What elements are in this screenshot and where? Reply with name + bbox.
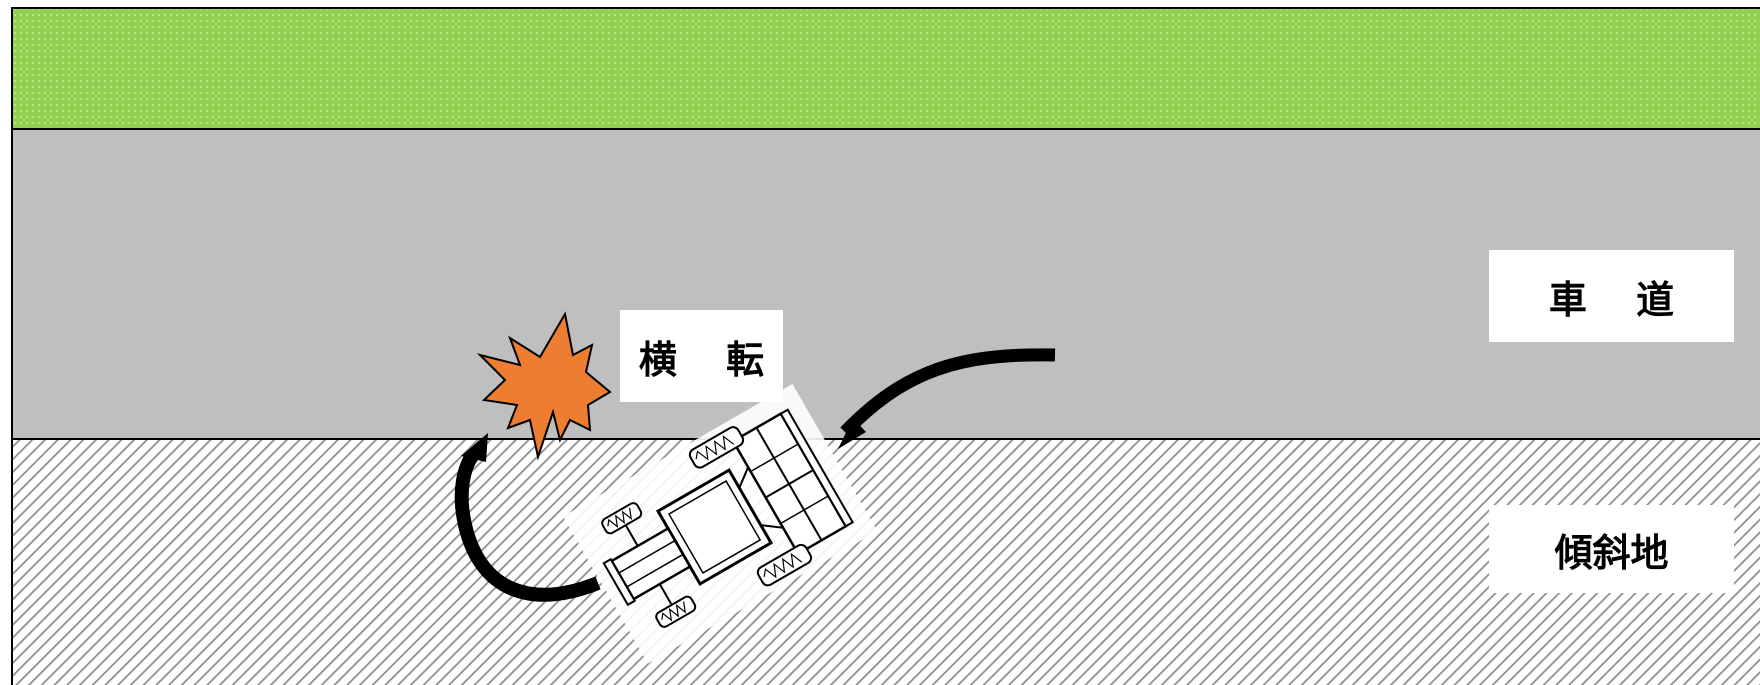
rollover-label: 横 転 [620, 310, 783, 402]
curved-arrow-icon [461, 433, 488, 462]
road-area [12, 129, 1760, 439]
slope-area [12, 439, 1760, 685]
road-label: 車 道 [1489, 250, 1734, 342]
slope-label: 傾斜地 [1489, 505, 1734, 593]
explosion-icon [476, 311, 612, 461]
curved-arrow-icon [838, 418, 866, 449]
tractor-icon [562, 383, 878, 664]
rollover-arrow [454, 433, 601, 602]
approach-arrow [838, 348, 1056, 449]
grass-area [11, 7, 1760, 130]
